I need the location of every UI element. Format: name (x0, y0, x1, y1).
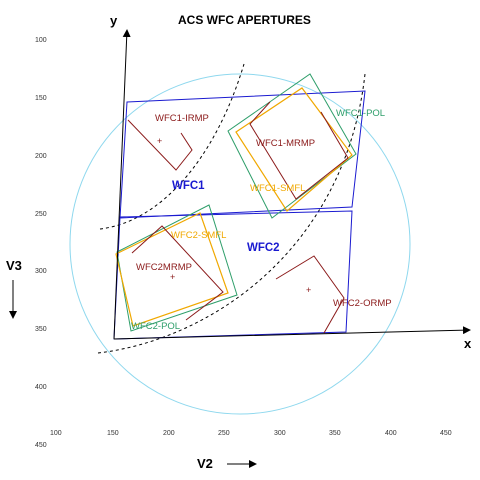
wfc2-ormp-label: WFC2-ORMP (333, 298, 392, 309)
dashed-curve-lower (97, 73, 366, 354)
wfc1-irmp-center-mark: + (157, 136, 162, 146)
v3-tick: 200 (35, 153, 47, 160)
wfc2-pol-label: WFC2-POL (131, 321, 180, 332)
v2-tick: 300 (274, 430, 286, 437)
v3-tick: 450 (35, 442, 47, 449)
wfc2-mrmp-center-mark: + (170, 272, 175, 282)
wfc2-ormp-aperture (275, 255, 345, 334)
wfc2-chip-label: WFC2 (247, 242, 280, 254)
wfc1-chip-label: WFC1 (172, 180, 205, 192)
v2-tick: 450 (440, 430, 452, 437)
wfc1-pol-aperture (227, 73, 357, 219)
v2-tick: 400 (385, 430, 397, 437)
v2-tick: 200 (163, 430, 175, 437)
dashed-curve-upper (99, 63, 245, 230)
v2-tick: 250 (218, 430, 230, 437)
v3-tick: 300 (35, 268, 47, 275)
wfc1-mrmp-label: WFC1-MRMP (256, 138, 315, 149)
wfc2-mrmp-label: WFC2MRMP (136, 262, 192, 273)
v3-tick: 350 (35, 326, 47, 333)
wfc1-mrmp-aperture (249, 101, 349, 200)
y-axis-letter: y (110, 13, 118, 28)
diagram-title: ACS WFC APERTURES (178, 13, 311, 27)
x-axis-line (113, 326, 471, 340)
v3-tick: 150 (35, 95, 47, 102)
v2-tick: 100 (50, 430, 62, 437)
wfc2-smfl-label: WFC2-SMFL (171, 230, 226, 241)
wfc1-chip-outline (119, 90, 366, 219)
v3-tick-labels: 100 150 200 250 300 350 400 450 (35, 37, 47, 449)
v3-axis-label: V3 (6, 258, 22, 273)
v2-tick: 150 (107, 430, 119, 437)
v3-tick: 100 (35, 37, 47, 44)
wfc2-mrmp-aperture (131, 225, 224, 321)
v3-tick: 400 (35, 384, 47, 391)
wfc1-pol-label: WFC1-POL (336, 108, 385, 119)
field-of-view-circle (69, 73, 411, 415)
wfc1-irmp-aperture (127, 119, 193, 171)
v2-tick-labels: 100 150 200 250 300 350 400 450 (50, 430, 452, 437)
v2-tick: 350 (329, 430, 341, 437)
v3-tick: 250 (35, 211, 47, 218)
wfc1-irmp-label: WFC1-IRMP (155, 113, 209, 124)
wfc1-smfl-aperture (235, 87, 353, 212)
wfc2-pol-aperture (116, 204, 238, 332)
wfc2-ormp-center-mark: + (306, 285, 311, 295)
y-axis-line (113, 29, 131, 340)
v2-axis-label: V2 (197, 456, 213, 471)
x-axis-letter: x (464, 336, 472, 351)
wfc2-smfl-aperture (115, 212, 229, 327)
wfc1-smfl-label: WFC1-SMFL (250, 183, 305, 194)
